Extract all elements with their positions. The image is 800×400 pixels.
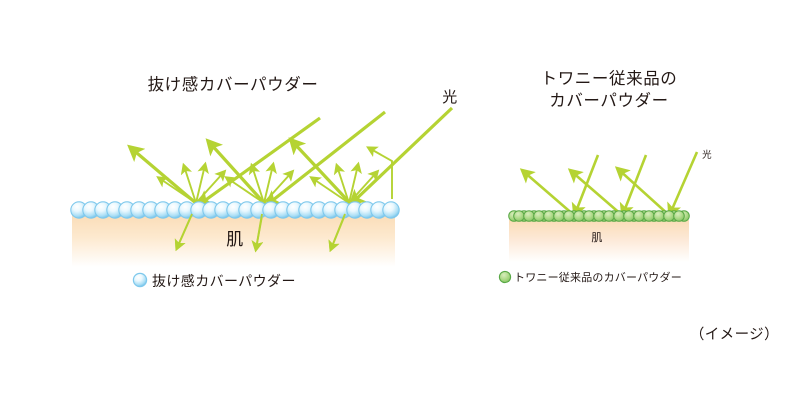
scatter-arrow [195,169,227,204]
scatter-arrow-into-skin [328,213,346,253]
reflected-ray-1 [519,168,576,217]
scatter-arrow [263,161,277,204]
reflected-ray-3 [288,137,352,205]
scatter-arrow [348,161,362,204]
reflected-ray-3 [614,166,671,217]
scatter-arrow [248,162,265,204]
incoming-ray-2 [263,110,386,208]
panel-left-title: 抜け感カバーパウダー [148,75,319,94]
skin-label-right: 肌 [591,231,602,244]
legend-right-label: トワニー従来品のカバーパウダー [514,270,682,284]
scatter-arrow [309,176,350,204]
reflected-ray-2 [567,168,624,217]
light-label-right: 光 [702,149,712,161]
legend-right: トワニー従来品のカバーパウダー [498,270,682,284]
panel-right-title-line2: カバーパウダー [549,91,669,110]
panel-right: トワニー従来品の カバーパウダー 光 肌 トワニー従来品のカバーパウダー [498,69,712,284]
powder-bead-row-left [70,201,400,219]
ray-group-right [519,151,699,218]
scatter-arrow [224,176,265,204]
scatter-arrow-into-skin [174,213,193,252]
scatter-arrow [156,176,197,204]
powder-bead-row-right [508,210,690,222]
legend-left: 抜け感カバーパウダー [132,272,296,290]
light-label-left: 光 [442,88,458,106]
green-bead-icon [498,270,512,284]
reflected-ray-2 [205,138,267,206]
scatter-arrow-into-skin [251,213,264,253]
scatter-arrow-elbow [366,146,393,199]
scatter-arrow [263,169,295,204]
skin-layer-right [509,220,689,262]
image-note: （イメージ） [690,326,779,343]
incoming-ray-3 [348,106,454,207]
legend-left-label: 抜け感カバーパウダー [152,273,296,290]
reflected-ray-1 [127,144,199,206]
scatter-arrow [348,169,380,204]
scatter-arrow [333,162,350,204]
blue-bead-icon [132,272,148,288]
scatter-arrow [180,162,197,204]
panel-left: 抜け感カバーパウダー 光 肌 抜け感カバーパウダー [70,75,458,290]
incoming-ray-1 [195,116,321,207]
scatter-arrow [195,161,209,204]
ray-group-left-skin [174,213,346,253]
skin-label-left: 肌 [226,230,243,250]
panel-right-title-line1: トワニー従来品の [541,69,678,88]
incoming-ray-3 [667,151,699,218]
